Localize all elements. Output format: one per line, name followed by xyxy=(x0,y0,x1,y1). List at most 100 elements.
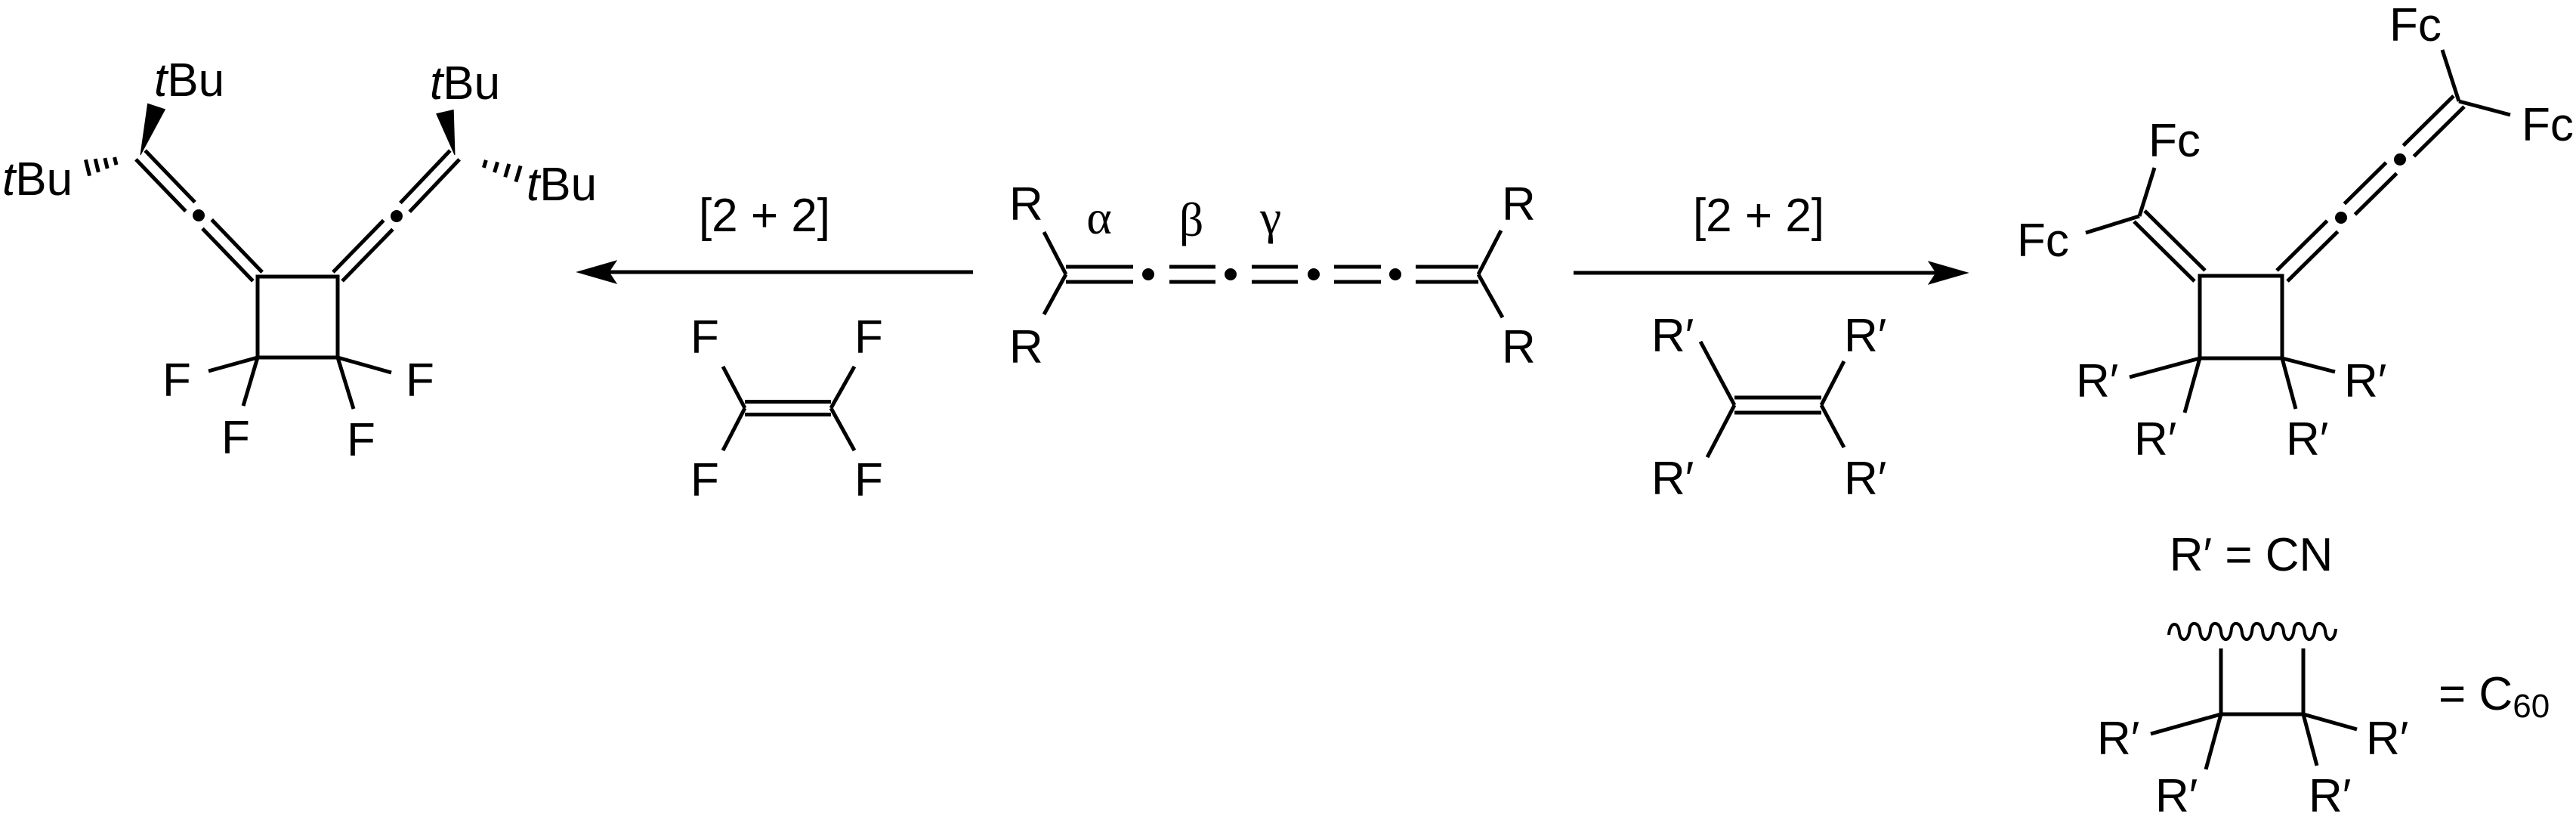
fluorine-label: F xyxy=(854,454,883,506)
ferrocenyl-label: Fc xyxy=(2522,99,2574,151)
single-bond xyxy=(721,365,747,410)
gamma-label: γ xyxy=(1259,190,1281,244)
fluorine-label: F xyxy=(347,414,375,466)
hashed-bond-mark xyxy=(83,159,92,177)
single-bond xyxy=(2085,214,2140,235)
double-bond-line xyxy=(2286,230,2340,283)
single-bond xyxy=(2303,712,2358,732)
single-bond xyxy=(208,355,258,373)
substituent-definition: R′ = CN R′ R′ R′ R′ = C60 xyxy=(2097,529,2550,817)
double-bond-line xyxy=(2133,220,2196,283)
c60-definition: = C60 xyxy=(2439,668,2550,725)
cumulene-carbon-dot xyxy=(2394,153,2406,166)
single-bond xyxy=(829,365,857,410)
rprime-label: R′ xyxy=(1844,310,1886,362)
tbu-label: tBu xyxy=(2,153,73,206)
single-bond xyxy=(2150,712,2222,736)
single-bond xyxy=(2204,713,2223,770)
single-bond xyxy=(2280,357,2298,410)
left-product: tBu tBu tBu tBu F F F F xyxy=(2,54,597,466)
single-bond xyxy=(2301,713,2319,766)
single-bond xyxy=(337,355,392,375)
tbu-label: tBu xyxy=(527,159,597,211)
double-bond-line xyxy=(332,218,385,274)
single-bond xyxy=(1819,404,1846,449)
left-reaction: [2 + 2] F F F F xyxy=(690,190,883,506)
cumulene-carbon-dot xyxy=(1225,268,1237,280)
single-bond xyxy=(1476,273,1505,319)
single-bond xyxy=(1042,273,1068,316)
fullerene-wavy-line xyxy=(2167,622,2337,641)
reaction-condition-label: [2 + 2] xyxy=(1693,190,1824,242)
reaction-condition-label: [2 + 2] xyxy=(699,190,830,242)
double-bond-line xyxy=(2401,94,2455,147)
rprime-label: R′ xyxy=(2134,413,2176,466)
rprime-label: R′ xyxy=(1651,453,1694,505)
rprime-label: R′ xyxy=(2344,355,2386,407)
double-bond-line xyxy=(2275,219,2329,272)
r-group-label: R xyxy=(1502,321,1536,373)
tbu-label: tBu xyxy=(430,57,500,110)
double-bond-line xyxy=(399,149,452,205)
single-bond xyxy=(241,357,260,407)
single-bond xyxy=(2137,167,2157,217)
r-group-label: R xyxy=(1009,321,1043,373)
single-bond xyxy=(2440,49,2461,102)
single-bond xyxy=(2458,99,2511,117)
hashed-bond-mark xyxy=(482,159,488,169)
single-bond xyxy=(335,357,356,410)
hashed-bond-mark xyxy=(503,163,511,178)
single-bond xyxy=(2281,356,2336,374)
single-bond xyxy=(1476,229,1503,276)
single-bond xyxy=(2182,357,2202,413)
rprime-label: R′ xyxy=(2076,355,2118,407)
cumulene-carbon-dot xyxy=(193,209,205,221)
rprime-label: R′ xyxy=(1651,310,1694,362)
single-bond xyxy=(1042,231,1068,276)
fluorine-label: F xyxy=(162,354,191,407)
right-reaction: [2 + 2] R′ R′ R′ R′ xyxy=(1651,190,1886,505)
double-bond-line xyxy=(134,158,187,213)
hashed-bond-mark xyxy=(493,161,500,173)
double-bond-line xyxy=(2353,172,2398,216)
double-bond-line xyxy=(2143,209,2207,272)
ferrocenyl-label: Fc xyxy=(2148,115,2201,167)
beta-label: β xyxy=(1179,193,1204,246)
double-bond-line xyxy=(210,218,264,274)
fluorine-label: F xyxy=(690,311,719,364)
fluorine-label: F xyxy=(854,311,883,364)
rprime-definition: R′ = CN xyxy=(2170,529,2334,581)
single-bond xyxy=(829,407,857,452)
double-bond-line xyxy=(201,227,255,283)
ferrocenyl-label: Fc xyxy=(2017,215,2069,267)
cumulene-carbon-dot xyxy=(2335,212,2347,224)
right-reaction-arrow-head xyxy=(1927,261,1969,285)
fluorine-label: F xyxy=(406,354,434,407)
wedge-bond xyxy=(436,109,456,156)
rprime-label: R′ xyxy=(2155,770,2198,817)
double-bond-line xyxy=(2412,105,2466,158)
hashed-bond-mark xyxy=(103,157,110,169)
single-bond xyxy=(2129,356,2201,379)
r-group-label: R xyxy=(1009,178,1043,231)
cumulene-carbon-dot xyxy=(1142,268,1154,280)
tbu-label: tBu xyxy=(154,54,224,107)
cyclobutane-ring xyxy=(2198,274,2284,361)
single-bond xyxy=(1698,340,1737,407)
cyclobutane-ring xyxy=(255,274,340,360)
left-reaction-arrow-head xyxy=(576,260,618,284)
rprime-label: R′ xyxy=(2309,770,2351,817)
rprime-label: R′ xyxy=(2097,713,2139,765)
r-group-label: R xyxy=(1502,178,1536,231)
cumulene-carbon-dot xyxy=(1389,268,1401,280)
alpha-label: α xyxy=(1086,190,1112,244)
rprime-label: R′ xyxy=(2366,713,2408,765)
rprime-label: R′ xyxy=(2286,413,2328,466)
bond-layer xyxy=(83,49,2511,770)
cumulene: R R R R α β γ xyxy=(1009,178,1536,373)
double-bond-line xyxy=(408,158,461,213)
single-bond xyxy=(1705,404,1737,459)
hashed-bond-mark xyxy=(113,156,119,166)
hashed-bond-mark xyxy=(514,165,523,183)
